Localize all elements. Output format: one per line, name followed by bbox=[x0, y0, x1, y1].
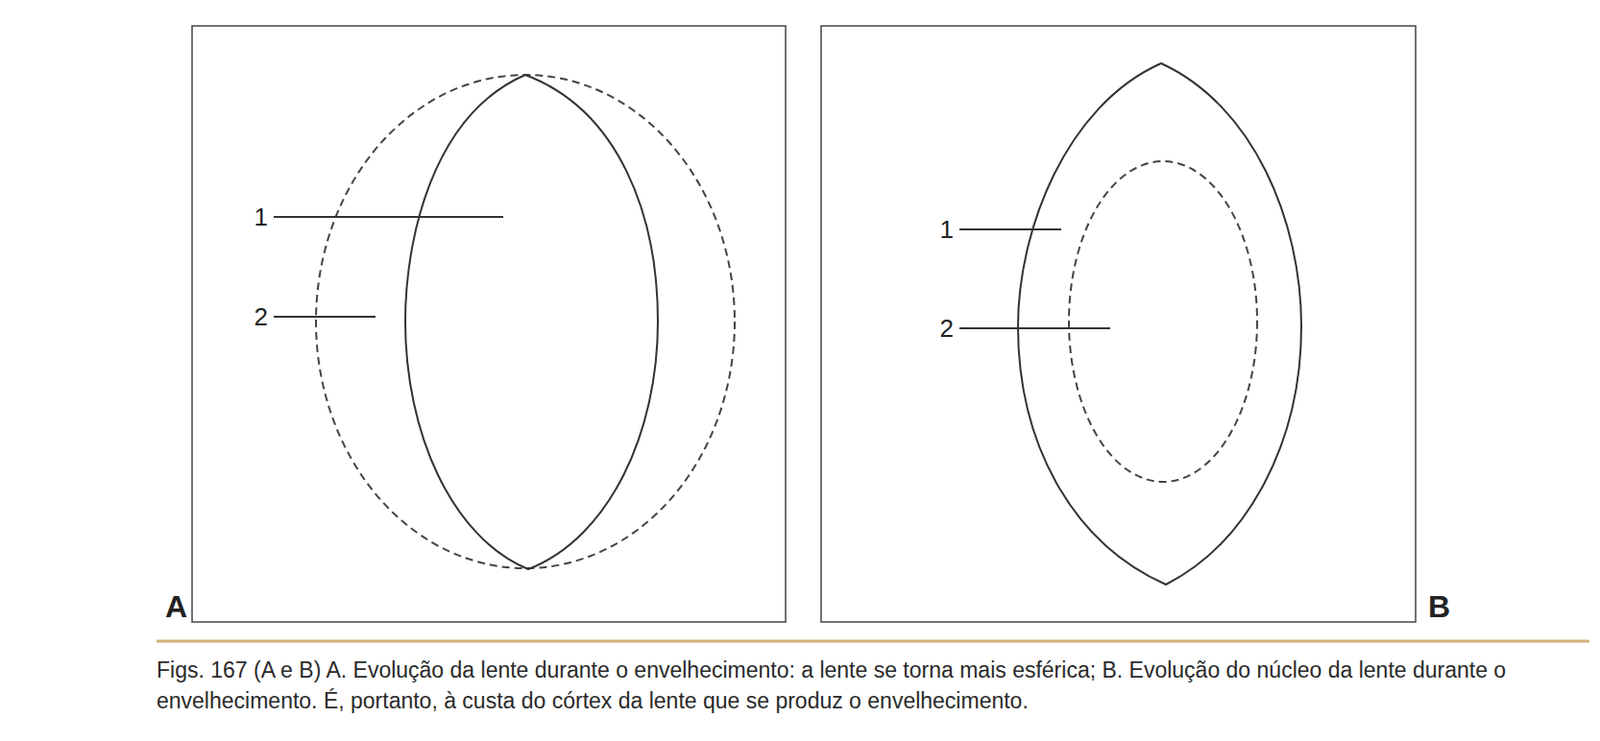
panel-letter: B bbox=[1428, 591, 1451, 623]
leader-line bbox=[959, 327, 1111, 330]
callout-number: 1 bbox=[940, 217, 954, 243]
callout-number: 2 bbox=[940, 315, 954, 341]
aged-lens-outline bbox=[315, 74, 735, 569]
panel-frame bbox=[821, 25, 1416, 623]
lens-outline bbox=[1018, 63, 1302, 585]
leader-line bbox=[959, 228, 1062, 231]
nucleus-outline bbox=[1068, 161, 1258, 483]
figure-caption: Figs. 167 (A e B) A. Evolução da lente d… bbox=[156, 654, 1590, 717]
leader-line bbox=[273, 216, 504, 219]
callout-number: 1 bbox=[254, 204, 268, 230]
panel-frame bbox=[192, 25, 786, 623]
caption-rule bbox=[156, 640, 1590, 644]
young-lens-outline bbox=[405, 74, 658, 570]
callout-number: 2 bbox=[254, 304, 268, 330]
panel-letter: A bbox=[165, 591, 188, 623]
leader-line bbox=[273, 315, 376, 318]
